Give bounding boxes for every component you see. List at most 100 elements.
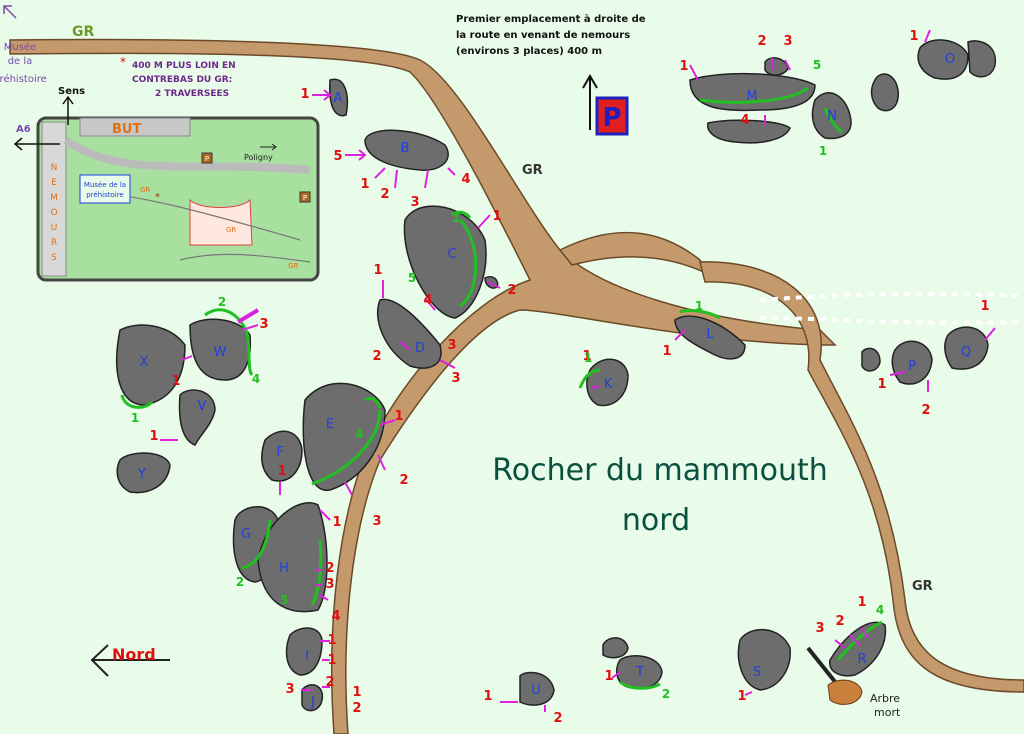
inset-musee-2: préhistoire [86,191,124,199]
svg-text:3: 3 [285,682,294,697]
svg-text:1: 1 [679,59,688,74]
boulder-m-lower [707,119,791,144]
letter-p: P [908,359,916,374]
letter-i: I [305,649,309,664]
svg-text:CONTREBAS DU GR:: CONTREBAS DU GR: [132,75,232,85]
svg-text:N: N [51,163,58,173]
w-approach-arrow [236,308,260,324]
dead-tree-icon [806,646,863,705]
sens-arrow-icon [62,95,74,125]
svg-text:1: 1 [980,299,989,314]
gr-label-center: GR [522,163,543,178]
svg-text:3: 3 [410,195,419,210]
svg-text:préhistoire: préhistoire [0,73,47,85]
svg-text:1: 1 [909,29,918,44]
inset-gr-2: GR [226,226,236,234]
a6-arrow-icon [13,137,60,151]
svg-text:2: 2 [757,34,766,49]
svg-text:1: 1 [857,595,866,610]
svg-text:5: 5 [333,149,342,164]
boulder-e [302,382,386,491]
svg-text:2: 2 [372,349,381,364]
letter-y: Y [137,467,146,482]
svg-text:3: 3 [372,514,381,529]
svg-text:Premier emplacement à droite d: Premier emplacement à droite de [456,13,646,25]
arbre-mort-1: Arbre [870,692,900,705]
letter-j: J [310,695,315,710]
trail-dashed [759,292,1024,302]
inset-gr-3: GR [288,262,298,270]
boulder-i [285,627,323,676]
svg-text:2: 2 [352,701,361,716]
svg-text:1: 1 [394,409,403,424]
svg-text:O: O [50,208,57,218]
route-numbers-green: 5 1 5 4 2 5 2 4 1 1 1 4 2 1 [131,58,884,701]
svg-text:1: 1 [300,87,309,102]
sens-label: Sens [58,86,85,97]
letter-l: L [706,327,714,342]
svg-text:2: 2 [218,295,226,309]
svg-text:2: 2 [380,187,389,202]
north-arrow-icon [90,644,170,677]
letter-t: T [635,665,644,680]
inset-poligny-arrow-icon [260,143,277,151]
letter-n: N [827,109,837,124]
svg-text:2: 2 [921,403,930,418]
gr-label-top: GR [72,24,94,40]
boulder-o-right [967,40,996,78]
boulder-d [376,298,442,369]
boulders [115,39,996,712]
letter-f: F [276,445,283,460]
svg-text:4: 4 [423,293,432,308]
svg-text:Musée: Musée [4,41,36,53]
map-title-line1: Rocher du mammouth [492,453,827,488]
route-numbers-red: 1 5 1 2 3 4 1 2 1 4 2 3 3 1 2 1 3 2 3 4 … [149,29,989,726]
boulder-t-small [602,637,629,659]
inset-musee-1: Musée de la [84,181,126,189]
svg-text:1: 1 [695,299,703,313]
svg-text:1: 1 [131,411,139,425]
svg-text:la route en venant de nemours: la route en venant de nemours [456,30,630,41]
approach-arrows [160,29,996,712]
svg-text:4: 4 [461,172,470,187]
svg-text:400 M PLUS LOIN EN: 400 M PLUS LOIN EN [132,61,236,71]
svg-text:E: E [51,178,57,188]
svg-text:3: 3 [451,371,460,386]
svg-text:2: 2 [507,283,516,298]
svg-text:5: 5 [408,271,416,285]
svg-text:1: 1 [327,633,336,648]
letter-d: D [415,341,425,356]
map-title-line2: nord [622,503,690,538]
boulder-y [116,452,171,494]
inset-p-1: P [205,155,209,163]
parking-note: Premier emplacement à droite de la route… [456,13,646,57]
letter-v: V [198,399,207,414]
gr-east-path [699,261,1024,693]
boulder-c [403,205,487,319]
boulder-r [829,621,887,677]
svg-text:3: 3 [259,317,268,332]
svg-text:1: 1 [277,464,286,479]
letter-c: C [447,247,456,262]
boulder-a [329,78,349,117]
inset-poligny: Poligny [244,153,273,162]
svg-text:M: M [50,193,58,203]
svg-text:2: 2 [236,575,244,589]
letter-r: R [857,652,866,667]
arbre-mort-2: mort [874,706,901,719]
svg-text:5: 5 [280,593,288,607]
svg-text:1: 1 [149,429,158,444]
boulder-letters: A B C D E F G H I J K L M N O P Q R S T … [137,52,971,710]
boulder-p-small [861,347,881,372]
svg-text:3: 3 [447,338,456,353]
boulder-b [364,129,449,171]
svg-text:4: 4 [740,113,749,128]
svg-text:1: 1 [584,351,592,365]
svg-text:1: 1 [332,515,341,530]
svg-text:3: 3 [815,621,824,636]
farther-note: 400 M PLUS LOIN EN CONTREBAS DU GR: 2 TR… [132,61,236,99]
letter-a: A [334,91,343,106]
letter-h: H [279,561,289,576]
boulder-h [257,502,328,613]
